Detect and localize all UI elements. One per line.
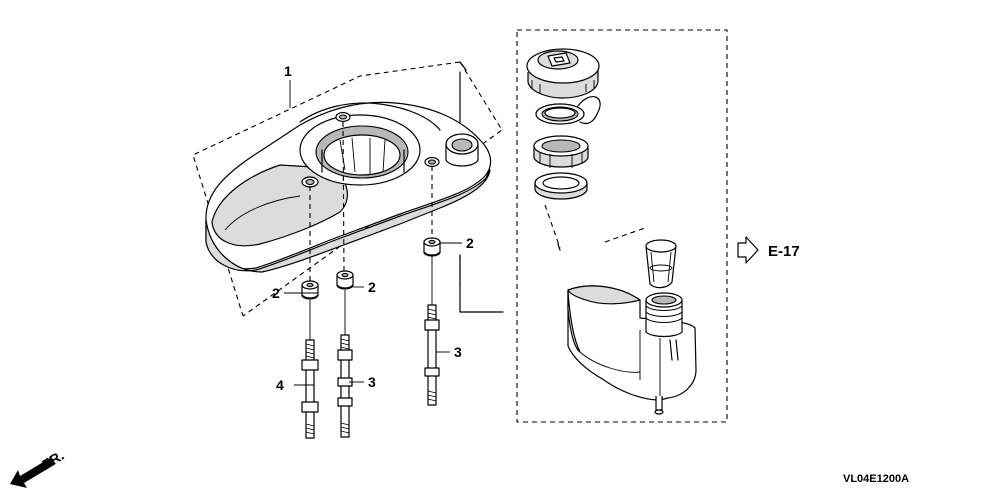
callout-shroud: 1 xyxy=(284,63,292,79)
stud-bolt-center xyxy=(337,334,353,438)
collar-nut-left xyxy=(301,280,319,300)
leader-lines xyxy=(284,80,462,386)
fuel-tank-group-outline xyxy=(516,29,728,423)
filler-neck-nut xyxy=(533,135,589,168)
fuel-cap xyxy=(526,48,600,99)
callout-bolt-center: 3 xyxy=(368,374,376,390)
collar-nut-center xyxy=(336,270,354,290)
callout-nut-left: 2 xyxy=(272,285,280,301)
fuel-strainer xyxy=(645,239,677,289)
stud-bolt-left xyxy=(301,339,319,439)
packing-ring xyxy=(534,172,588,200)
reference-label: E-17 xyxy=(768,243,800,260)
callout-nut-center: 2 xyxy=(368,279,376,295)
diagram-code: VL04E1200A xyxy=(843,473,909,485)
reference-arrow xyxy=(737,236,759,264)
shroud-mount-guide-lines xyxy=(309,121,433,340)
fuel-tank xyxy=(567,285,697,415)
callout-nut-right: 2 xyxy=(466,235,474,251)
cap-gasket xyxy=(535,96,601,125)
fuel-cap-guide-lines xyxy=(544,204,646,251)
fan-shroud xyxy=(205,101,492,273)
stud-bolt-right xyxy=(424,304,440,406)
collar-nut-right xyxy=(423,237,441,257)
front-arrow-icon xyxy=(10,458,54,488)
callout-bolt-right: 3 xyxy=(454,344,462,360)
callout-bolt-left: 4 xyxy=(276,377,284,393)
